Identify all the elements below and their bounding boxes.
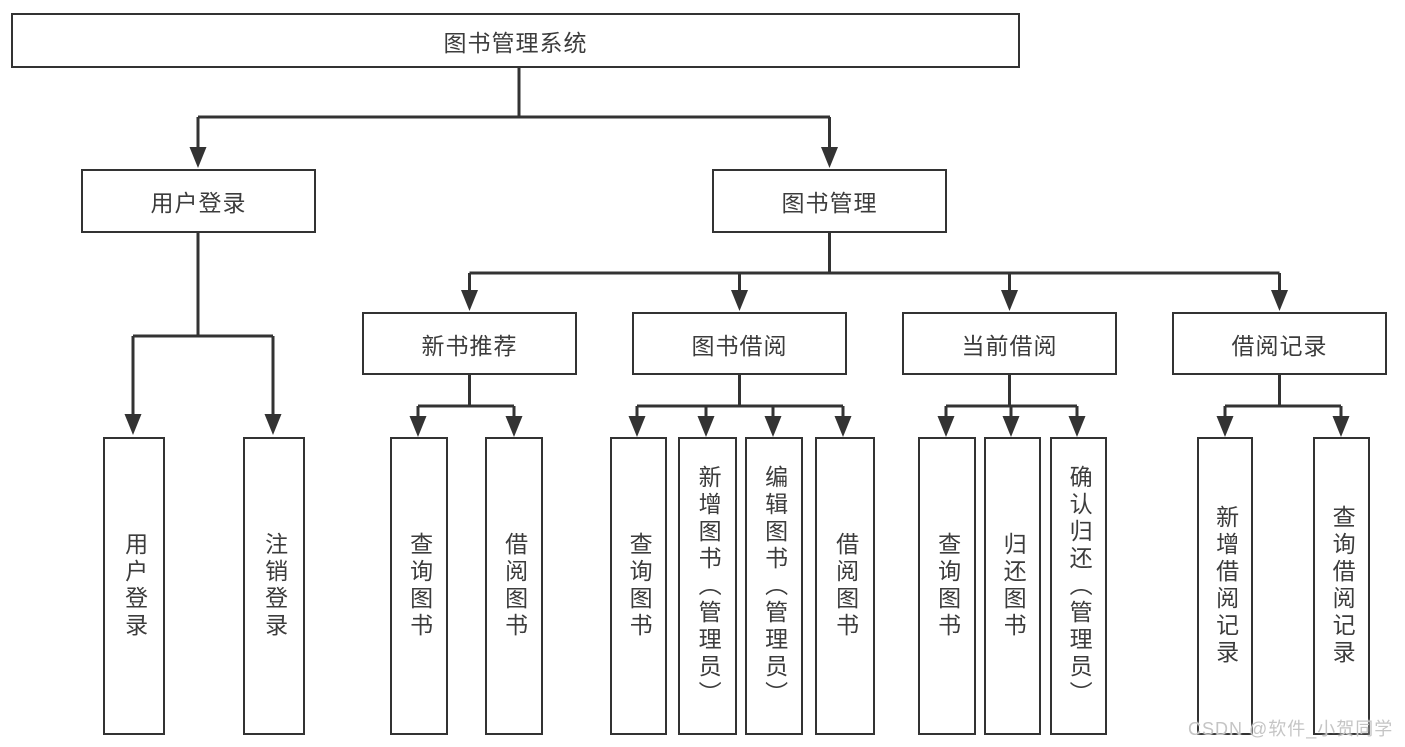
node-user-login: 用户登录	[81, 169, 316, 233]
node-label: 新增借阅记录	[1212, 505, 1239, 667]
leaf-query-books-borrow: 查询图书	[610, 437, 667, 735]
node-book-management: 图书管理	[712, 169, 947, 233]
node-new-book-recommend: 新书推荐	[362, 312, 577, 375]
leaf-return-books: 归还图书	[984, 437, 1041, 735]
node-current-borrow: 当前借阅	[902, 312, 1117, 375]
leaf-query-books-current: 查询图书	[918, 437, 976, 735]
watermark: CSDN @软件_小贺同学	[1188, 719, 1394, 739]
node-label: 确认归还（管理员）	[1066, 464, 1093, 708]
node-label: 图书管理	[781, 190, 878, 216]
node-label: 借阅记录	[1231, 332, 1328, 359]
leaf-query-borrow-record: 查询借阅记录	[1313, 437, 1370, 735]
arrowhead-group	[124, 147, 1350, 437]
node-label: 借阅图书	[501, 532, 528, 640]
node-label: 查询图书	[934, 532, 961, 640]
node-book-borrow: 图书借阅	[632, 312, 847, 375]
leaf-add-borrow-record: 新增借阅记录	[1197, 437, 1253, 735]
node-label: 新增图书（管理员）	[695, 464, 722, 708]
node-label: 借阅图书	[832, 532, 859, 640]
node-borrow-records: 借阅记录	[1172, 312, 1387, 375]
node-label: 注销登录	[261, 532, 288, 640]
node-label: 图书借阅	[691, 332, 788, 359]
leaf-borrow-books-recommend: 借阅图书	[485, 437, 543, 735]
leaf-borrow-books: 借阅图书	[815, 437, 875, 735]
node-label: 归还图书	[1000, 532, 1027, 640]
leaf-logout: 注销登录	[243, 437, 305, 735]
node-label: 查询图书	[626, 532, 653, 640]
node-label: 新书推荐	[421, 332, 518, 359]
node-label: 用户登录	[121, 532, 148, 640]
node-library-management-system: 图书管理系统	[11, 13, 1020, 68]
leaf-user-login: 用户登录	[103, 437, 165, 735]
node-label: 当前借阅	[961, 332, 1058, 359]
leaf-add-books-admin: 新增图书（管理员）	[678, 437, 737, 735]
leaf-query-books-recommend: 查询图书	[390, 437, 448, 735]
leaf-edit-books-admin: 编辑图书（管理员）	[745, 437, 803, 735]
node-label: 查询图书	[406, 532, 433, 640]
leaf-confirm-return-admin: 确认归还（管理员）	[1050, 437, 1107, 735]
node-label: 用户登录	[150, 190, 247, 216]
node-label: 图书管理系统	[443, 29, 588, 56]
node-label: 查询借阅记录	[1329, 505, 1356, 667]
node-label: 编辑图书（管理员）	[761, 464, 788, 708]
